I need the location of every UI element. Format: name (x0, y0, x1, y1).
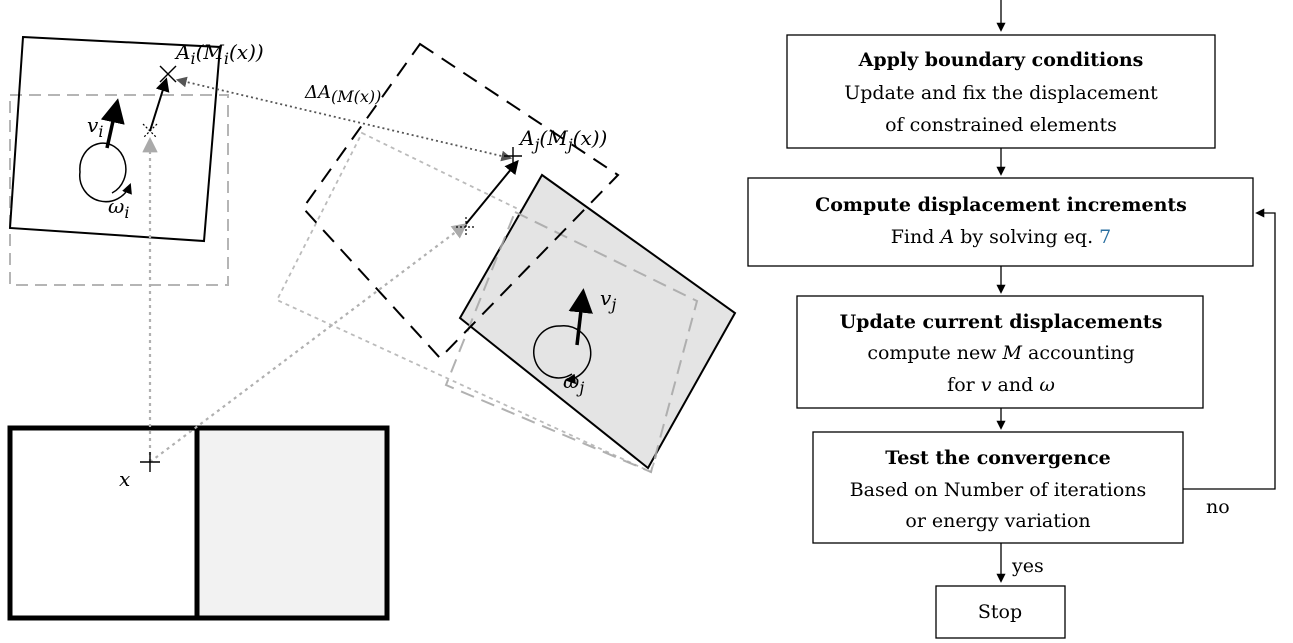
label-vi: vi (87, 113, 103, 141)
map-line-j (149, 223, 468, 463)
step3-l2-var1: v (981, 374, 992, 396)
step3-l1-suffix: accounting (1022, 342, 1135, 364)
step1-line1: Update and fix the displacement (844, 82, 1158, 104)
label-Aj: Aj(Mj(x)) (518, 126, 607, 154)
connector-loop-no (1183, 208, 1276, 490)
step2-mid: by solving eq. (954, 226, 1099, 248)
stop-label: Stop (978, 601, 1022, 623)
step2-var: A (938, 226, 954, 248)
step3-line2: for v and ω (947, 374, 1055, 396)
label-wj: ωj (563, 369, 584, 397)
step3-l1-var: M (1002, 342, 1023, 364)
step-test-convergence (812, 431, 1184, 544)
label-delta-A: ΔA(M(x)) (304, 82, 381, 106)
step4-line2: or energy variation (905, 510, 1090, 532)
element-j-displaced (458, 173, 737, 470)
displacement-arrow-i (149, 77, 170, 132)
reference-cell-left (7, 425, 200, 621)
velocity-arrow-i (100, 98, 125, 149)
label-wi: ωi (108, 194, 129, 222)
rotation-arrow-j (532, 325, 592, 385)
displacement-arrow-j (465, 159, 519, 225)
point-marker-i-start (142, 123, 158, 139)
flowchart: Apply boundary conditions Update and fix… (747, 0, 1276, 639)
step2-line: Find A by solving eq. 7 (891, 226, 1112, 248)
step3-l2-mid: and (992, 374, 1040, 396)
point-marker-Aj (504, 147, 522, 165)
label-Ai: Ai(Mi(x)) (174, 40, 264, 68)
element-i-original (9, 94, 229, 286)
step-stop (935, 585, 1066, 639)
step4-title: Test the convergence (885, 447, 1110, 469)
element-i-displaced (8, 35, 222, 243)
label-x: x (119, 467, 130, 491)
point-marker-x (140, 452, 160, 472)
step-update-current-displacements (796, 295, 1204, 409)
point-marker-Ai (159, 65, 177, 83)
rotation-arrow-i (79, 142, 132, 203)
step3-title: Update current displacements (840, 311, 1163, 333)
no-label: no (1206, 496, 1230, 518)
reference-cell-right (194, 425, 390, 621)
step1-title: Apply boundary conditions (858, 49, 1144, 71)
step3-line1: compute new M accounting (867, 342, 1134, 364)
step2-title: Compute displacement increments (815, 194, 1187, 216)
deformation-diagram: Ai(Mi(x)) Aj(Mj(x)) ΔA(M(x)) vi ωi vj ωj… (7, 35, 737, 621)
delta-a-arrow (175, 76, 513, 162)
step1-line2: of constrained elements (885, 114, 1117, 136)
step-compute-displacement-increments (747, 177, 1254, 267)
step3-l2-prefix: for (947, 374, 981, 396)
step-apply-boundary-conditions (786, 34, 1216, 149)
step4-line1: Based on Number of iterations (850, 479, 1147, 501)
equation-ref-link[interactable]: 7 (1099, 226, 1111, 248)
yes-label: yes (1011, 555, 1044, 577)
step3-l2-var2: ω (1039, 374, 1055, 396)
velocity-arrow-j (568, 288, 593, 346)
point-marker-j-start (456, 217, 476, 237)
step2-prefix: Find (891, 226, 941, 248)
step3-l1-prefix: compute new (867, 342, 1002, 364)
